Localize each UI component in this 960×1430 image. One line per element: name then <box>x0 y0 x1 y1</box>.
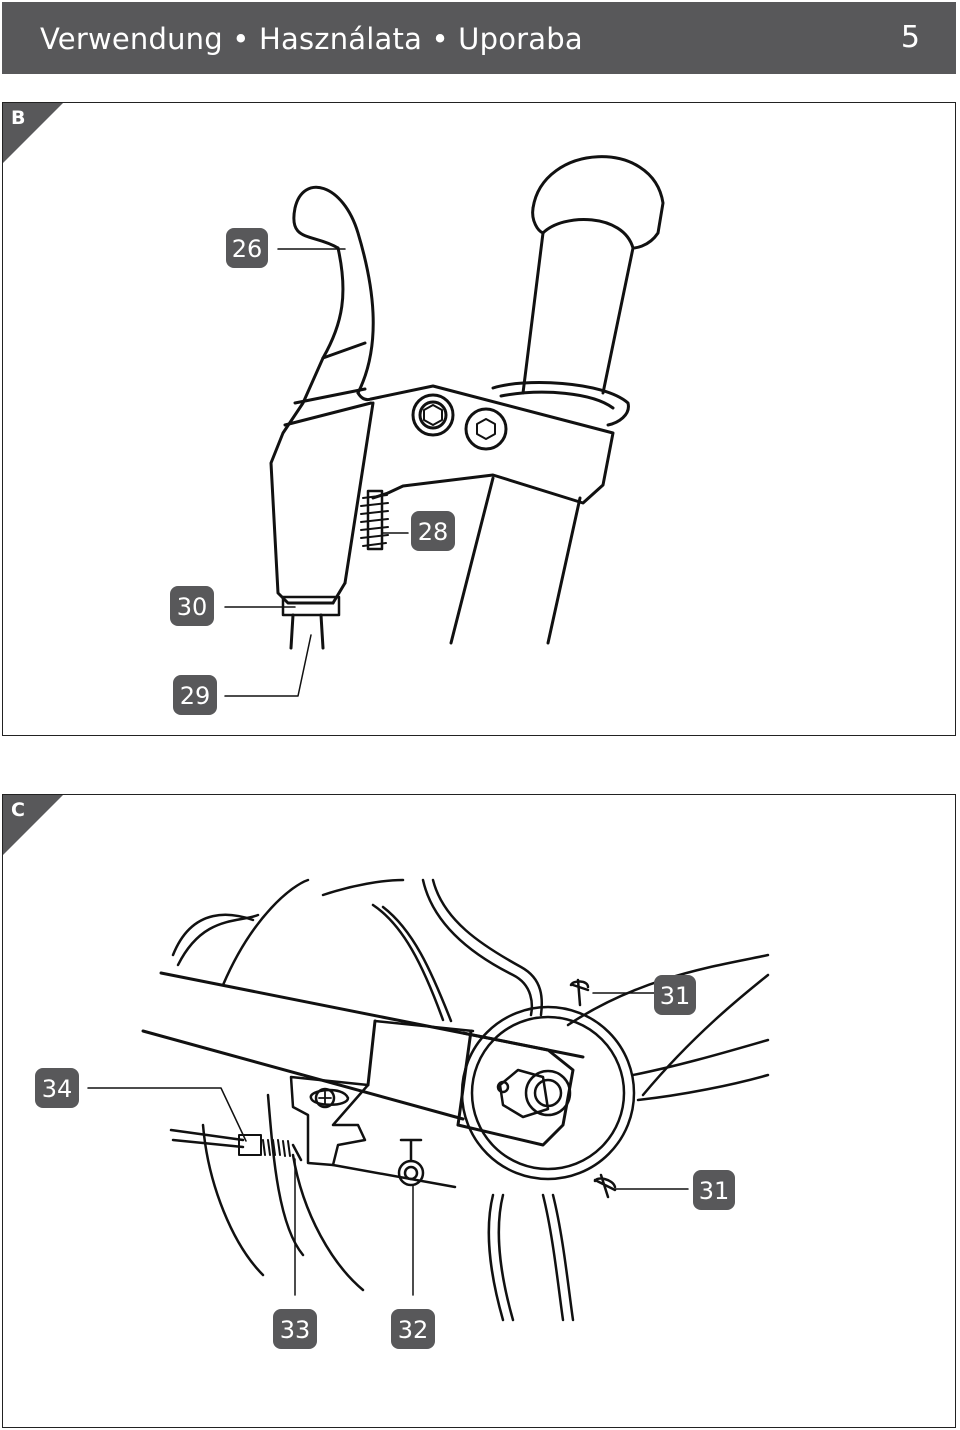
callout-31-bottom: 31 <box>699 1177 730 1205</box>
callout-badge <box>170 586 214 626</box>
callout-30: 30 <box>177 593 208 621</box>
panel-label-c: C <box>11 799 25 821</box>
callout-31-top: 31 <box>660 982 691 1010</box>
panel-corner-b <box>3 103 63 163</box>
figure-panel-b: B <box>2 102 956 736</box>
callout-badge <box>391 1309 435 1349</box>
callout-26: 26 <box>232 235 263 263</box>
callout-badge <box>226 228 268 268</box>
callout-badge <box>411 511 455 551</box>
callout-33: 33 <box>280 1316 311 1344</box>
callout-badge <box>173 675 217 715</box>
page-number: 5 <box>900 20 920 55</box>
rear-brake-illustration: 31 34 31 33 32 <box>35 878 770 1349</box>
panel-label-b: B <box>11 107 26 129</box>
page-header: Verwendung • Használata • Uporaba 5 <box>2 2 956 74</box>
page-title: Verwendung • Használata • Uporaba <box>40 22 583 56</box>
callout-32: 32 <box>398 1316 429 1344</box>
panel-corner-c <box>3 795 63 855</box>
callout-29: 29 <box>180 682 211 710</box>
callout-badge <box>35 1068 79 1108</box>
callout-badge <box>654 975 696 1015</box>
callout-badge <box>273 1309 317 1349</box>
callout-badge <box>693 1170 735 1210</box>
figure-panel-c: C <box>2 794 956 1428</box>
callout-28: 28 <box>418 518 449 546</box>
callout-34: 34 <box>42 1075 73 1103</box>
brake-lever-illustration: 26 28 30 29 <box>170 155 665 715</box>
